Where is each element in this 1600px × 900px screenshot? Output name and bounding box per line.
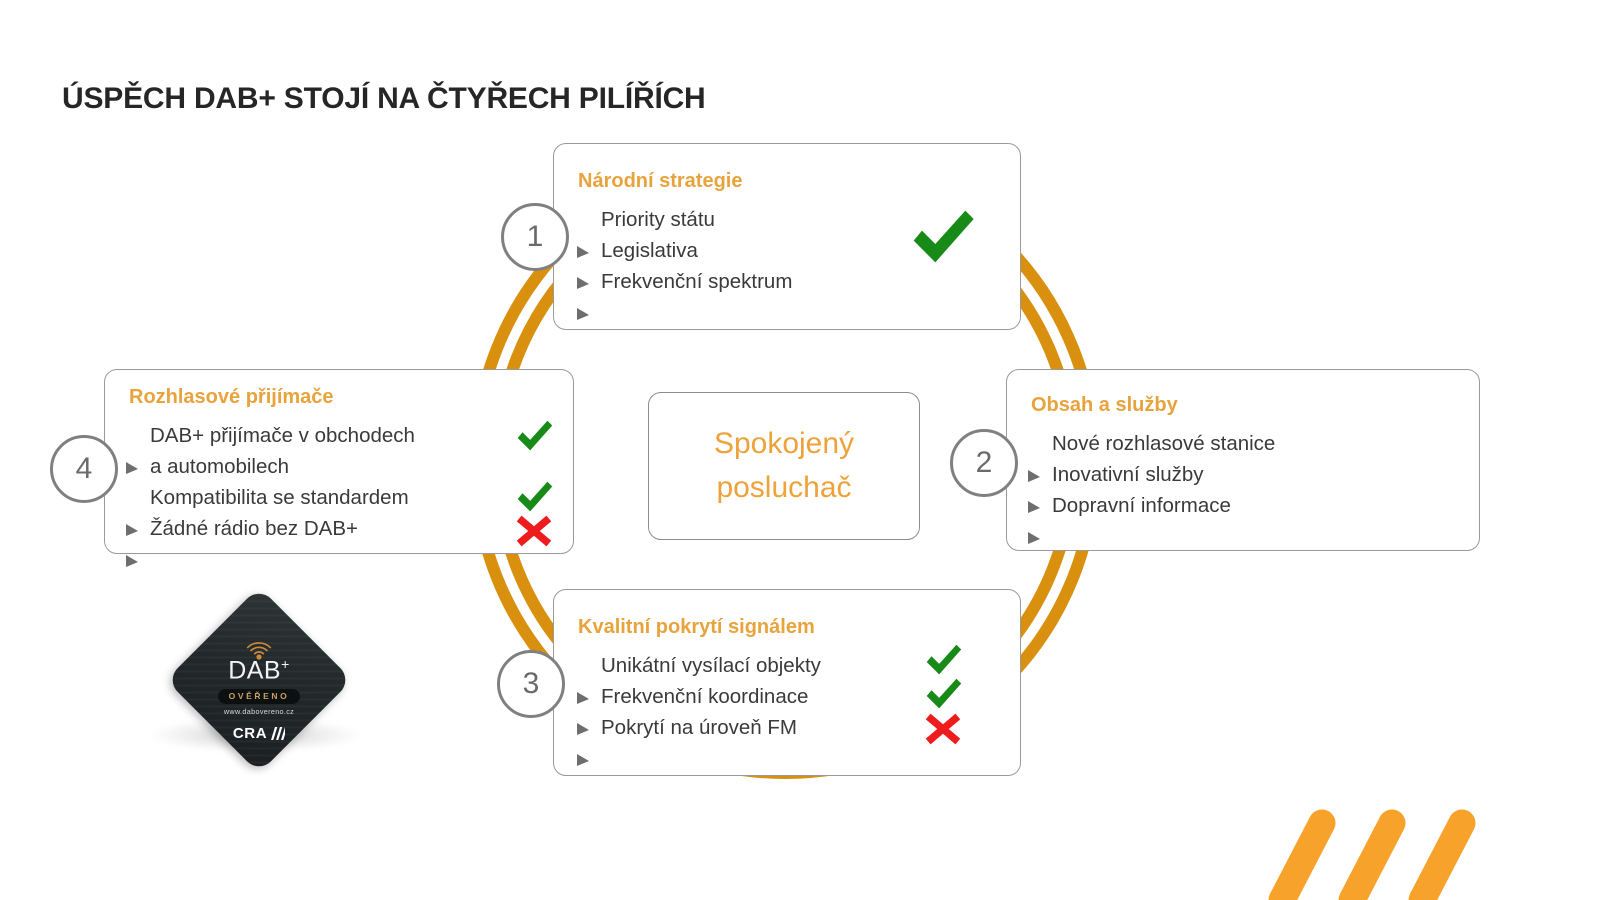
pillar-2-bullets: Nové rozhlasové stanice Inovativní služb… — [1027, 428, 1447, 544]
triangle-bullet-icon — [576, 660, 590, 704]
dab-verified-badge: DAB+ OVĚŘENO www.dabovereno.cz CRA — [150, 586, 360, 774]
cross-icon — [920, 706, 966, 752]
list-item: Inovativní služby — [1027, 459, 1447, 513]
badge-title-text: DAB — [228, 656, 282, 685]
bullet-text: Žádné rádio bez DAB+ — [150, 517, 358, 540]
badge-diamond: DAB+ OVĚŘENO www.dabovereno.cz CRA — [165, 586, 353, 774]
badge-url: www.dabovereno.cz — [223, 707, 295, 717]
pillar-4-bullets: DAB+ přijímače v obchodech a automobilec… — [125, 420, 495, 567]
pillar-number-4-value: 4 — [75, 452, 93, 485]
pillar-4-heading: Rozhlasové přijímače — [129, 386, 334, 408]
check-icon — [920, 638, 966, 684]
check-icon — [920, 672, 966, 718]
bullet-text: Unikátní vysílací objekty — [601, 654, 821, 677]
list-item: Nové rozhlasové stanice — [1027, 428, 1447, 482]
list-item: Kompatibilita se standardem — [125, 482, 495, 536]
pillar-number-2-value: 2 — [975, 446, 993, 479]
list-item: Priority státu — [576, 204, 906, 258]
triangle-bullet-icon — [125, 492, 139, 536]
bullet-text: Nové rozhlasové stanice — [1052, 432, 1276, 455]
bullet-text: Legislativa — [601, 239, 698, 262]
check-icon — [511, 414, 557, 460]
list-item: Legislativa — [576, 235, 906, 289]
center-card: Spokojený posluchač — [648, 392, 920, 540]
bullet-text: Inovativní služby — [1052, 463, 1204, 486]
bullet-text: Frekvenční spektrum — [601, 270, 793, 293]
pillar-3-bullets: Unikátní vysílací objekty Frekvenční koo… — [576, 650, 906, 766]
pillar-number-3: 3 — [497, 650, 565, 718]
badge-brand: CRA — [232, 725, 286, 743]
bullet-text: Kompatibilita se standardem — [150, 486, 409, 509]
badge-verified-pill: OVĚŘENO — [217, 689, 301, 705]
bullet-text: DAB+ přijímače v obchodech a automobilec… — [150, 424, 415, 478]
bullet-text: Frekvenční koordinace — [601, 685, 809, 708]
pillar-1-heading: Národní strategie — [578, 170, 743, 192]
triangle-bullet-icon — [125, 430, 139, 474]
badge-title: DAB+ — [228, 656, 290, 685]
triangle-bullet-icon — [1027, 500, 1041, 544]
triangle-bullet-icon — [1027, 469, 1041, 513]
badge-brand-text: CRA — [232, 725, 268, 743]
list-item: Frekvenční spektrum — [576, 266, 906, 320]
pillar-number-1-value: 1 — [526, 220, 544, 253]
triangle-bullet-icon — [125, 523, 139, 567]
pillar-number-1: 1 — [501, 203, 569, 271]
list-item: Žádné rádio bez DAB+ — [125, 513, 495, 567]
pillar-3-heading: Kvalitní pokrytí signálem — [578, 616, 815, 638]
pillar-number-3-value: 3 — [522, 667, 540, 700]
triangle-bullet-icon — [576, 276, 590, 320]
pillar-card-1: Národní strategie Priority státu Legisla… — [553, 143, 1021, 330]
bullet-text: Priority státu — [601, 208, 715, 231]
list-item: Dopravní informace — [1027, 490, 1447, 544]
bullet-text: Dopravní informace — [1052, 494, 1231, 517]
list-item: DAB+ přijímače v obchodech a automobilec… — [125, 420, 495, 482]
check-icon — [511, 475, 557, 521]
triangle-bullet-icon — [576, 722, 590, 766]
page-title: ÚSPĚCH DAB+ STOJÍ NA ČTYŘECH PILÍŘÍCH — [62, 82, 706, 115]
pillar-number-4: 4 — [50, 435, 118, 503]
cra-slashes-icon — [271, 727, 286, 741]
radio-waves-icon — [246, 642, 272, 660]
triangle-bullet-icon — [576, 214, 590, 258]
pillar-1-bullets: Priority státu Legislativa Frekvenční sp… — [576, 204, 906, 320]
corner-stripes-decoration — [1268, 809, 1476, 900]
list-item: Frekvenční koordinace — [576, 681, 906, 735]
pillar-number-2: 2 — [950, 429, 1018, 497]
triangle-bullet-icon — [576, 245, 590, 289]
triangle-bullet-icon — [1027, 438, 1041, 482]
pillar-card-2: Obsah a služby Nové rozhlasové stanice I… — [1006, 369, 1480, 551]
center-card-text: Spokojený posluchač — [713, 427, 855, 504]
triangle-bullet-icon — [576, 691, 590, 735]
list-item: Pokrytí na úroveň FM — [576, 712, 906, 766]
cross-icon — [511, 508, 557, 554]
pillar-2-heading: Obsah a služby — [1031, 394, 1178, 416]
list-item: Unikátní vysílací objekty — [576, 650, 906, 704]
check-icon — [902, 199, 982, 279]
pillar-card-4: Rozhlasové přijímače DAB+ přijímače v ob… — [104, 369, 574, 567]
pillar-card-3: Kvalitní pokrytí signálem Unikátní vysíl… — [553, 589, 1021, 776]
bullet-text: Pokrytí na úroveň FM — [601, 716, 797, 739]
badge-plus: + — [281, 656, 290, 672]
